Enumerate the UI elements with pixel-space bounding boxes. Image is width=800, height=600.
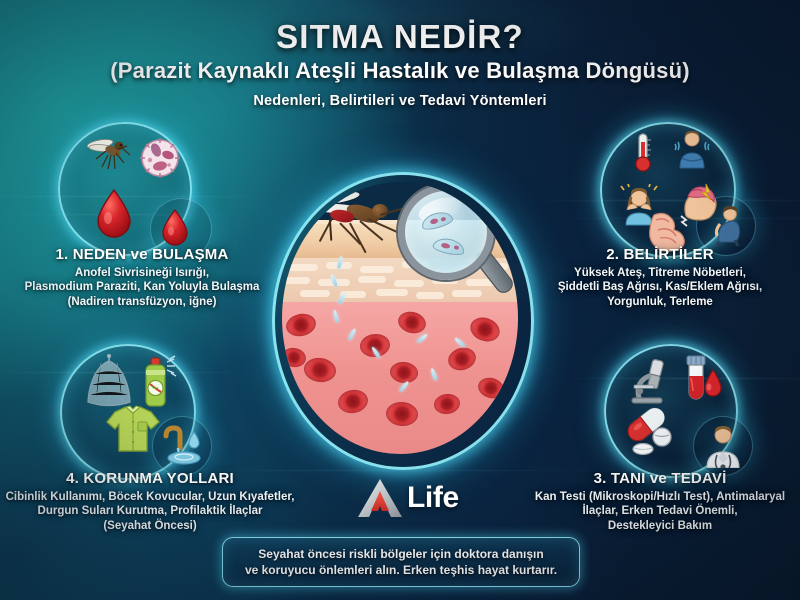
vignette-overlay bbox=[0, 0, 800, 600]
infographic-canvas: SITMA NEDİR? (Parazit Kaynaklı Ateşli Ha… bbox=[0, 0, 800, 600]
